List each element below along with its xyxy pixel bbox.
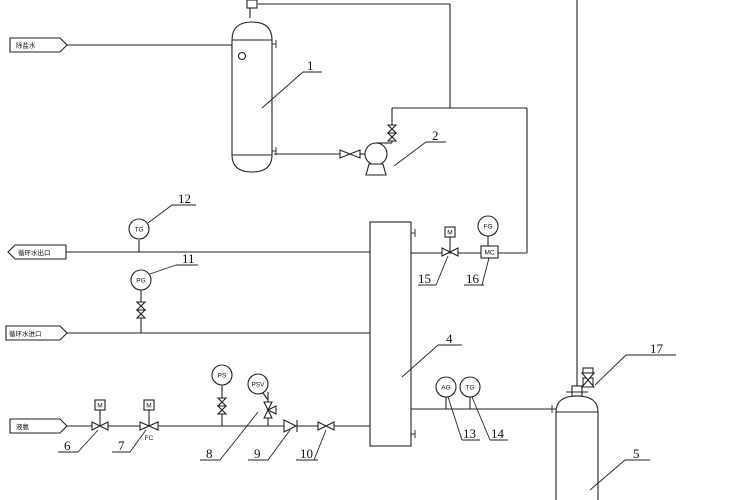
- relief-valve-psv-8: PSV: [247, 373, 277, 419]
- safety-valve-17: [580, 367, 596, 388]
- callout-10: 10: [300, 446, 313, 461]
- circ-water-inlet-arrow: 循环水进口: [5, 325, 68, 341]
- callout-16: 16: [466, 271, 480, 286]
- svg-text:AG: AG: [441, 385, 450, 392]
- motor-valve-15: M: [441, 226, 459, 257]
- callout-6: 6: [64, 438, 71, 453]
- motor-valve-6: M: [91, 399, 109, 431]
- piping: [66, 0, 578, 427]
- vessel-1: [231, 0, 277, 173]
- circ-water-outlet-arrow: 循环水出口: [7, 244, 67, 260]
- callout-9: 9: [254, 446, 261, 461]
- gauge-tg-14: TG: [459, 376, 481, 398]
- callout-8: 8: [206, 446, 213, 461]
- svg-text:FC: FC: [145, 435, 154, 442]
- svg-text:MC: MC: [484, 250, 494, 257]
- callout-11: 11: [182, 251, 195, 266]
- valve-10: [317, 421, 335, 431]
- valve-pump-suction: [339, 149, 361, 159]
- svg-text:M: M: [97, 403, 102, 410]
- liquid-ammonia-label: 液氨: [16, 422, 30, 431]
- callout-17: 17: [650, 341, 664, 356]
- control-valve-7: M FC: [139, 399, 159, 442]
- callout-1: 1: [307, 58, 314, 73]
- exchanger-4: [369, 221, 416, 447]
- pump-2: [364, 124, 398, 176]
- check-valve-9: [283, 419, 298, 433]
- svg-text:M: M: [447, 230, 452, 237]
- callout-14: 14: [491, 426, 505, 441]
- gauge-ag-13: AG: [435, 376, 457, 398]
- gauge-pg-11: PG: [130, 269, 152, 319]
- circ-water-outlet-label: 循环水出口: [18, 248, 51, 257]
- flow-gauge-fg-16: FG MC: [477, 215, 499, 259]
- vessel-5: [551, 377, 599, 500]
- callout-5: 5: [633, 446, 640, 461]
- callout-4: 4: [446, 331, 453, 346]
- callouts: 1 2 4 5 6 7 8 9 10 11: [58, 58, 676, 491]
- callout-12: 12: [178, 191, 191, 206]
- gauge-tg-12: TG: [128, 218, 150, 240]
- soft-water-inlet-arrow: 除盐水: [9, 37, 68, 53]
- switch-ps-8: PS: [211, 364, 233, 415]
- liquid-ammonia-inlet-arrow: 液氨: [9, 418, 68, 434]
- callout-15: 15: [418, 271, 431, 286]
- callout-7: 7: [118, 438, 125, 453]
- svg-text:M: M: [146, 403, 151, 410]
- circ-water-inlet-label: 循环水进口: [9, 329, 42, 338]
- svg-text:TG: TG: [134, 227, 143, 234]
- callout-13: 13: [463, 426, 476, 441]
- svg-text:TG: TG: [465, 385, 474, 392]
- svg-text:PSV: PSV: [251, 382, 265, 389]
- svg-text:PS: PS: [218, 373, 227, 380]
- soft-water-label: 除盐水: [16, 41, 36, 50]
- svg-text:FG: FG: [483, 224, 492, 231]
- callout-2: 2: [432, 128, 439, 143]
- svg-text:PG: PG: [136, 278, 145, 285]
